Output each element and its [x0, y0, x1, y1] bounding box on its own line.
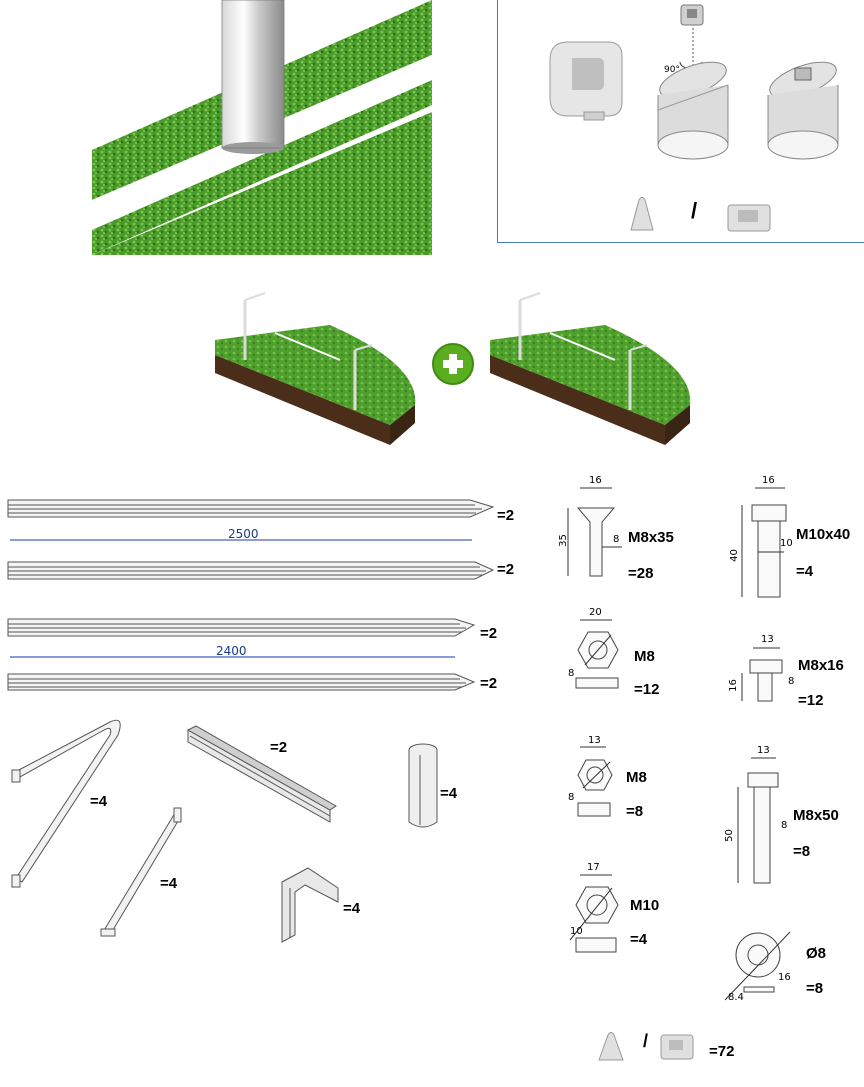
qty-2500-a: =2 [497, 507, 515, 524]
m10nut-width-dim: 17 [587, 862, 600, 873]
clip-type-a-icon [630, 197, 654, 231]
profile-2400-b [7, 673, 476, 691]
m8nut20-width-dim: 20 [589, 607, 602, 618]
m8x50-qty: =8 [793, 843, 811, 860]
m8x16-bolt-icon [749, 659, 783, 674]
m8nut13-width-dim: 13 [588, 735, 601, 746]
profile-2500-a [7, 499, 495, 518]
clip-icons-bottom [598, 1032, 694, 1061]
qty-rail: =2 [270, 739, 288, 756]
m8x35-name: M8x35 [628, 529, 674, 546]
m8nut13-qty: =8 [626, 803, 644, 820]
tube-with-clip-icon [767, 61, 839, 160]
m8nut20-name: M8 [634, 648, 655, 665]
m10x40-dia-dim: 10 [780, 538, 793, 549]
m8x35-qty: =28 [628, 565, 654, 582]
tube-icon [408, 743, 438, 828]
profile-2400-a [7, 618, 476, 637]
m10x40-name: M10x40 [796, 526, 851, 543]
clip-separator-bottom: / [643, 1031, 649, 1051]
m8x16-qty: =12 [798, 692, 824, 709]
m10x40-bolt-icon [751, 504, 787, 522]
rail-icon [186, 725, 337, 823]
dim-2500-label: 2500 [228, 527, 259, 541]
hardware-drawings [567, 487, 791, 1001]
m8x50-dia-dim: 8 [781, 820, 788, 831]
washer-inner-dim: 8.4 [728, 992, 744, 1003]
m8x16-name: M8x16 [798, 657, 844, 674]
qty-short-brace: =4 [160, 875, 178, 892]
clips-qty: =72 [709, 1043, 735, 1060]
corner-bracket-icon [281, 867, 339, 943]
m8x35-dia-dim: 8 [613, 534, 620, 545]
clip-type-a-small-icon [598, 1032, 624, 1061]
m10x40-len-dim: 40 [728, 549, 740, 562]
field-right-icon [490, 292, 691, 445]
profile-bars [7, 499, 495, 691]
washer-outer-dim: 16 [778, 972, 791, 983]
m10x40-qty: =4 [796, 563, 814, 580]
m8x50-len-dim: 50 [723, 829, 735, 842]
angle-label: 90° [664, 65, 680, 75]
m8nut13-dia-dim: 8 [568, 792, 575, 803]
m10nut-name: M10 [630, 897, 660, 914]
field-diagram [215, 292, 691, 445]
qty-long-brace: =4 [90, 793, 108, 810]
m8x35-head-dim: 16 [589, 475, 602, 486]
m8x50-head-dim: 13 [757, 745, 770, 756]
washer-name: Ø8 [806, 945, 827, 962]
m8nut13-name: M8 [626, 769, 647, 786]
m8nut20-qty: =12 [634, 681, 660, 698]
qty-tube: =4 [440, 785, 458, 802]
dim-2400-label: 2400 [216, 644, 247, 658]
m8x16-len-dim: 16 [727, 679, 739, 692]
qty-corner: =4 [343, 900, 361, 917]
m10nut-qty: =4 [630, 931, 648, 948]
tube-section-icon [657, 61, 729, 160]
structural-parts [11, 719, 438, 943]
qty-2400-a: =2 [480, 625, 498, 642]
qty-2500-b: =2 [497, 561, 515, 578]
m8x50-name: M8x50 [793, 807, 839, 824]
m8nut20-dia-dim: 8 [568, 668, 575, 679]
washer-qty: =8 [806, 980, 824, 997]
long-brace-icon [11, 719, 121, 888]
short-brace-icon [100, 807, 182, 937]
field-left-icon [215, 292, 416, 445]
m8x35-len-dim: 35 [557, 534, 569, 547]
large-clip-icon [549, 41, 623, 121]
pole-turf-illustration [92, 0, 432, 255]
clip-separator: / [691, 198, 698, 223]
m8x16-head-dim: 13 [761, 634, 774, 645]
m8x16-dia-dim: 8 [788, 676, 795, 687]
qty-2400-b: =2 [480, 675, 498, 692]
profile-2500-b [7, 561, 495, 580]
clip-detail-panel: 90° / [497, 0, 864, 243]
m10x40-head-dim: 16 [762, 475, 775, 486]
m10nut-dia-dim: 10 [570, 926, 583, 937]
m8x35-bolt-icon [576, 507, 616, 577]
m8x50-bolt-icon [747, 772, 779, 788]
